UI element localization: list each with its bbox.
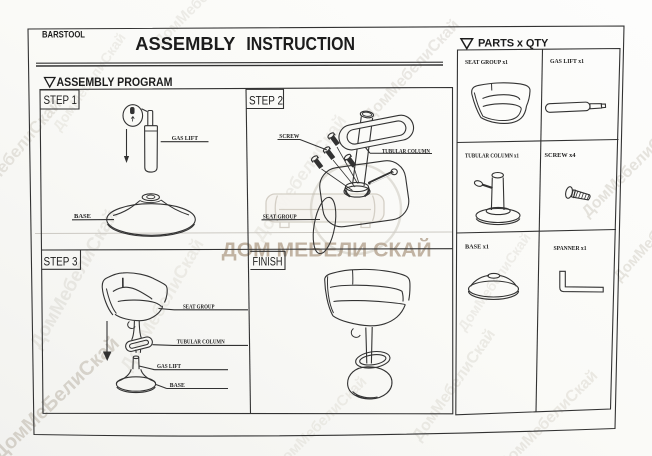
svg-text:SCREW x4: SCREW x4: [545, 152, 577, 159]
svg-text:GAS LIFT: GAS LIFT: [157, 363, 182, 370]
svg-text:SEAT GROUP: SEAT GROUP: [263, 214, 297, 221]
svg-text:TUBULAR COLUMN: TUBULAR COLUMN: [382, 148, 430, 155]
svg-text:BARSTOOL: BARSTOOL: [42, 30, 85, 40]
svg-text:SCREW: SCREW: [279, 133, 299, 140]
svg-text:FINISH: FINISH: [253, 255, 283, 269]
svg-text:TUBULAR COLUMN: TUBULAR COLUMN: [177, 338, 225, 345]
svg-text:PARTS x QTY: PARTS x QTY: [478, 38, 549, 50]
svg-text:STEP 1: STEP 1: [44, 93, 78, 107]
svg-text:TUBULAR COLUMN x1: TUBULAR COLUMN x1: [465, 153, 519, 160]
svg-text:BASE: BASE: [74, 213, 91, 220]
svg-text:ASSEMBLY PROGRAM: ASSEMBLY PROGRAM: [57, 75, 173, 89]
svg-text:STEP 3: STEP 3: [44, 255, 78, 269]
svg-text:GAS LIFT x1: GAS LIFT x1: [550, 58, 584, 65]
svg-text:SEAT GROUP x1: SEAT GROUP x1: [465, 59, 508, 66]
svg-text:SPANNER x1: SPANNER x1: [554, 245, 587, 252]
svg-text:STEP 2: STEP 2: [249, 94, 283, 108]
svg-text:SEAT GROUP: SEAT GROUP: [183, 304, 215, 311]
svg-text:BASE: BASE: [170, 382, 185, 389]
svg-text:BASE x1: BASE x1: [465, 244, 489, 251]
svg-text:ASSEMBLY: ASSEMBLY: [135, 33, 236, 54]
svg-text:GAS LIFT: GAS LIFT: [172, 135, 199, 142]
svg-text:INSTRUCTION: INSTRUCTION: [246, 33, 355, 54]
